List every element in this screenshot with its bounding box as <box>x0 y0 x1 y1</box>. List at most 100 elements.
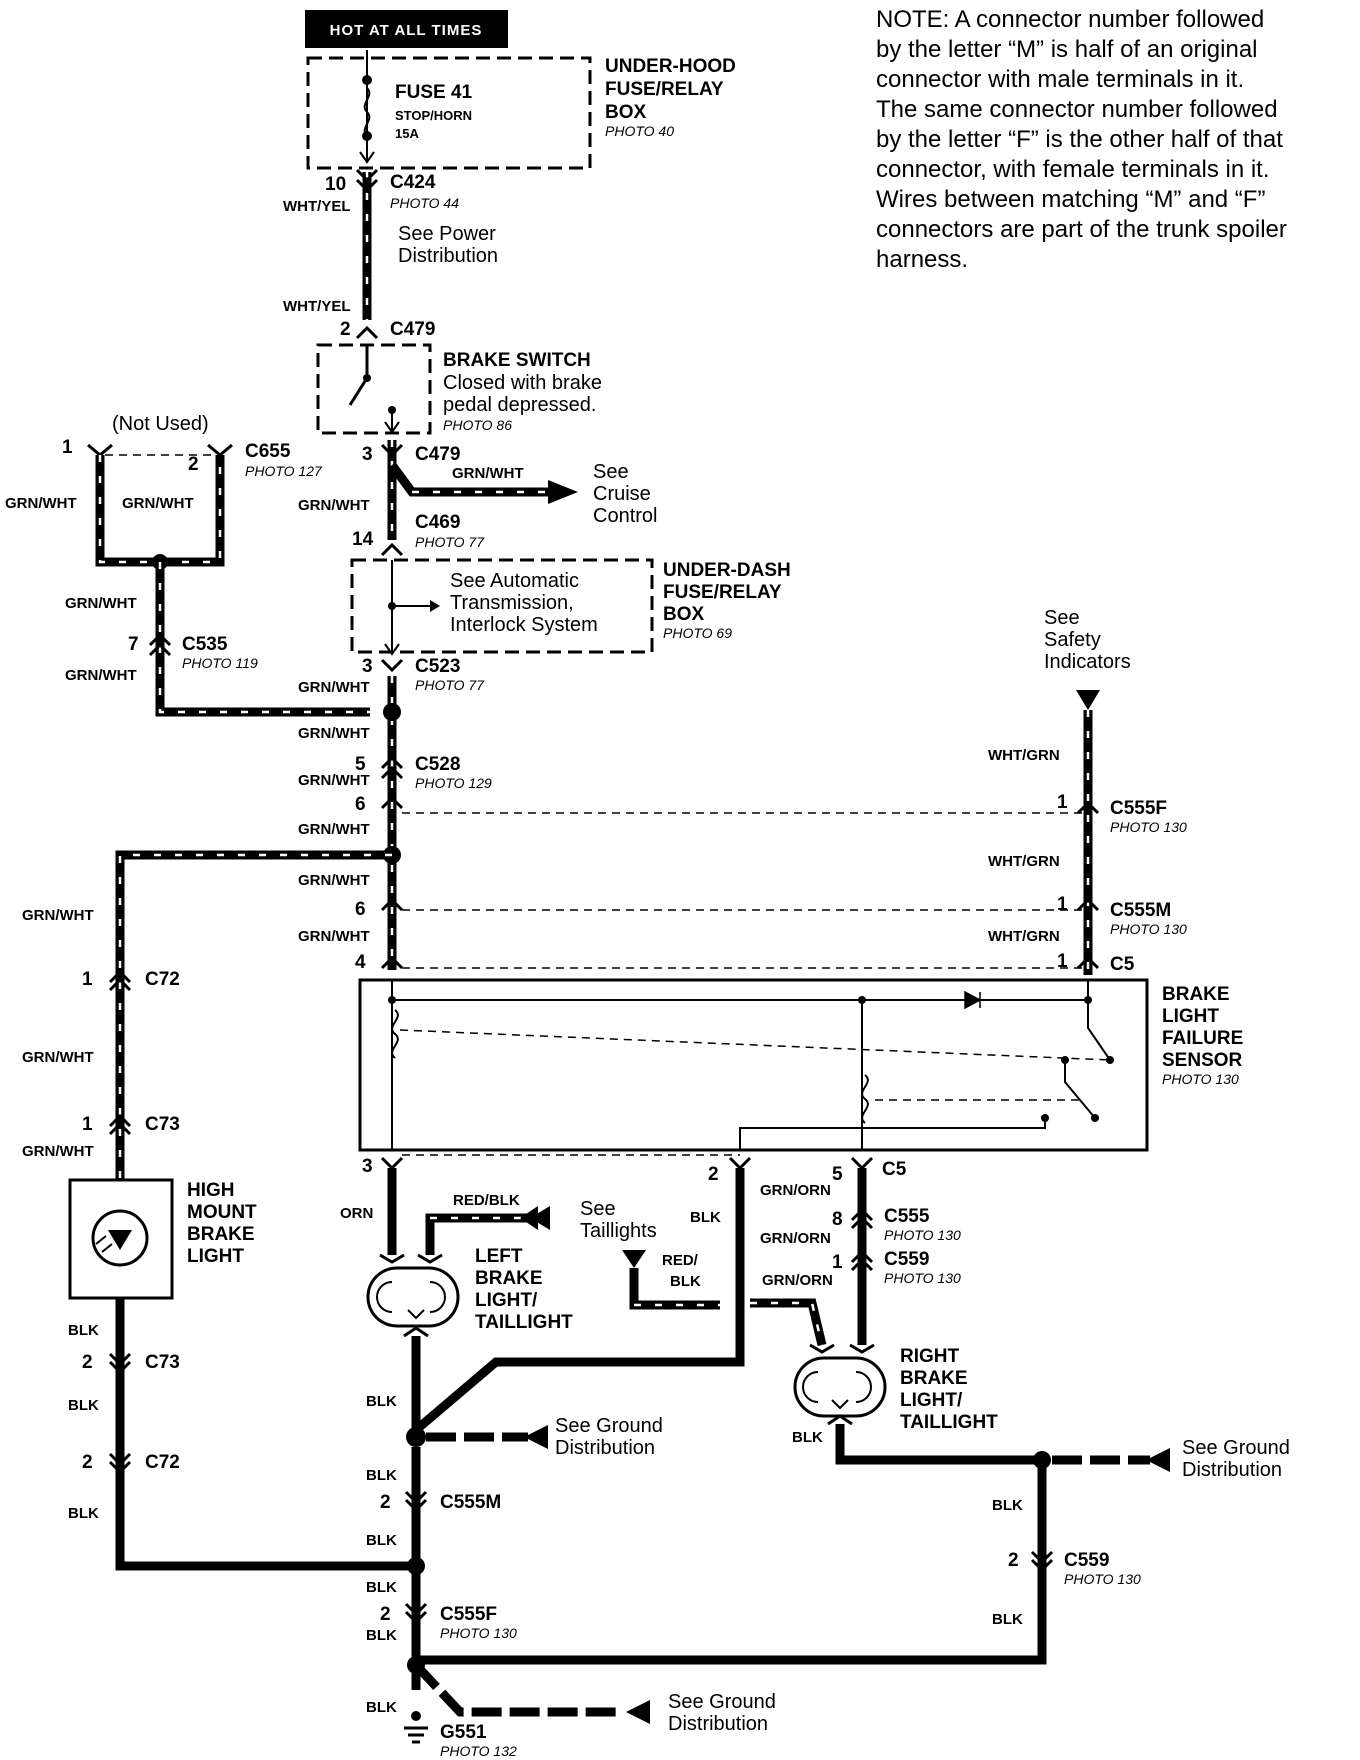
c535-connector <box>148 632 172 657</box>
see-safety-3: Indicators <box>1044 651 1131 673</box>
fuse-rating: 15A <box>395 126 419 141</box>
wire-blk-center-1: BLK <box>366 1467 397 1484</box>
c655-label: C655 <box>245 441 291 462</box>
see-ground-1a: See Ground <box>555 1415 663 1437</box>
wire-blk-ground: BLK <box>366 1699 397 1716</box>
c555f-bottom-photo: PHOTO 130 <box>440 1625 517 1641</box>
underdash-fuse-box <box>350 558 654 654</box>
c5-pin-1: 1 <box>1057 951 1068 972</box>
note-line-8: connectors are part of the trunk spoiler <box>876 216 1287 243</box>
right-light-label-4: TAILLIGHT <box>900 1412 998 1433</box>
c479-top-connector <box>355 325 379 340</box>
safety-arrow <box>1076 690 1100 710</box>
left-light-label-4: TAILLIGHT <box>475 1312 573 1333</box>
taillights-arrow <box>622 1250 646 1268</box>
g551-photo: PHOTO 132 <box>440 1743 517 1759</box>
underhood-box-label-1: UNDER-HOOD <box>605 56 736 77</box>
c523-photo: PHOTO 77 <box>415 677 485 693</box>
wire-red-blk-1: RED/BLK <box>453 1192 520 1209</box>
c528-pin-5: 5 <box>355 754 366 775</box>
c479-bottom-pin: 3 <box>362 444 373 465</box>
c479-top-label: C479 <box>390 319 435 340</box>
c5-top-label: C5 <box>1110 954 1135 975</box>
fuse-desc: STOP/HORN <box>395 108 472 123</box>
g551-label: G551 <box>440 1722 487 1743</box>
high-mount-label-3: BRAKE <box>187 1224 255 1245</box>
failure-sensor-label-3: FAILURE <box>1162 1028 1243 1049</box>
c5-pin-5: 5 <box>832 1164 843 1185</box>
see-safety-2: Safety <box>1044 629 1101 651</box>
wire-wht-grn-2: WHT/GRN <box>988 853 1060 870</box>
c72-top-pin: 1 <box>82 969 93 990</box>
c73-bottom-label: C73 <box>145 1352 180 1373</box>
wire-orn: ORN <box>340 1205 373 1222</box>
wire-wht-grn-1: WHT/GRN <box>988 747 1060 764</box>
c555m-bottom-label: C555M <box>440 1492 501 1513</box>
see-at-3: Interlock System <box>450 614 598 636</box>
see-at-1: See Automatic <box>450 570 579 592</box>
see-ground-2a: See Ground <box>1182 1437 1290 1459</box>
wire-grn-orn-2: GRN/ORN <box>760 1230 831 1247</box>
wire-wht-yel-1: WHT/YEL <box>283 198 351 215</box>
hot-at-all-times-label: HOT AT ALL TIMES <box>330 22 483 39</box>
see-safety-1: See <box>1044 607 1080 629</box>
c528-connector <box>380 755 404 780</box>
c72-bottom-label: C72 <box>145 1452 180 1473</box>
note-line-6: connector, with female terminals in it. <box>876 156 1270 183</box>
c555-photo: PHOTO 130 <box>884 1227 961 1243</box>
wire-grn-wht-c655-left: GRN/WHT <box>5 495 77 512</box>
failure-sensor-label-2: LIGHT <box>1162 1006 1219 1027</box>
sensor-blk-wire <box>413 1168 745 1434</box>
c655-not-used: (Not Used) <box>112 413 209 435</box>
c535-pin: 7 <box>128 634 139 655</box>
see-cruise-3: Control <box>593 505 657 527</box>
c535-photo: PHOTO 119 <box>182 655 258 671</box>
left-light-label-1: LEFT <box>475 1246 523 1267</box>
wire-grn-wht-7: GRN/WHT <box>298 872 370 889</box>
see-taillights-2: Taillights <box>580 1220 657 1242</box>
failure-sensor-label-4: SENSOR <box>1162 1050 1243 1071</box>
failure-sensor-diode <box>964 990 982 1010</box>
c424-label: C424 <box>390 172 436 193</box>
see-taillights-1: See <box>580 1198 616 1220</box>
wire-grn-wht-8: GRN/WHT <box>298 928 370 945</box>
wire-blk-right-1: BLK <box>792 1429 823 1446</box>
failure-sensor-label-1: BRAKE <box>1162 984 1230 1005</box>
see-at-2: Transmission, <box>450 592 574 614</box>
c424-photo: PHOTO 44 <box>390 195 459 211</box>
c555f-label: C555F <box>1110 798 1167 819</box>
c555f-bottom-label: C555F <box>440 1604 497 1625</box>
underdash-box-label-1: UNDER-DASH <box>663 560 791 581</box>
see-power-2: Distribution <box>398 245 498 267</box>
note-line-9: harness. <box>876 246 968 273</box>
right-taillight-wire <box>750 1298 827 1347</box>
left-light-label-2: BRAKE <box>475 1268 543 1289</box>
c559-bottom-label: C559 <box>1064 1550 1109 1571</box>
c73-top-pin: 1 <box>82 1114 93 1135</box>
brake-switch-name: BRAKE SWITCH <box>443 350 591 371</box>
c424-pin: 10 <box>325 174 346 195</box>
see-ground-1b: Distribution <box>555 1437 655 1459</box>
c523-connector <box>380 658 404 673</box>
failure-sensor-photo: PHOTO 130 <box>1162 1071 1239 1087</box>
c5-pin-3: 3 <box>362 1156 373 1177</box>
fuse-name: FUSE 41 <box>395 82 473 103</box>
c655-pin-1: 1 <box>62 437 73 458</box>
wire-blk-right-2: BLK <box>992 1497 1023 1514</box>
ground-dist-wire-3 <box>412 1661 620 1717</box>
wire-grn-wht-c655-right: GRN/WHT <box>122 495 194 512</box>
see-ground-2b: Distribution <box>1182 1459 1282 1481</box>
c555f-bottom-pin: 2 <box>380 1604 391 1625</box>
c555f-photo: PHOTO 130 <box>1110 819 1187 835</box>
right-light-label-2: BRAKE <box>900 1368 968 1389</box>
c469-pin: 14 <box>352 529 374 550</box>
wire-grn-wht-3: GRN/WHT <box>298 679 370 696</box>
c469-photo: PHOTO 77 <box>415 534 485 550</box>
see-ground-3a: See Ground <box>668 1691 776 1713</box>
brake-switch-desc-1: Closed with brake <box>443 372 602 394</box>
wire-grn-orn-1: GRN/ORN <box>760 1182 831 1199</box>
wire-blk-center-4: BLK <box>366 1627 397 1644</box>
c479-bottom-label: C479 <box>415 444 460 465</box>
c555m-pin-6: 6 <box>355 899 366 920</box>
wire-grn-orn-3: GRN/ORN <box>762 1272 833 1289</box>
